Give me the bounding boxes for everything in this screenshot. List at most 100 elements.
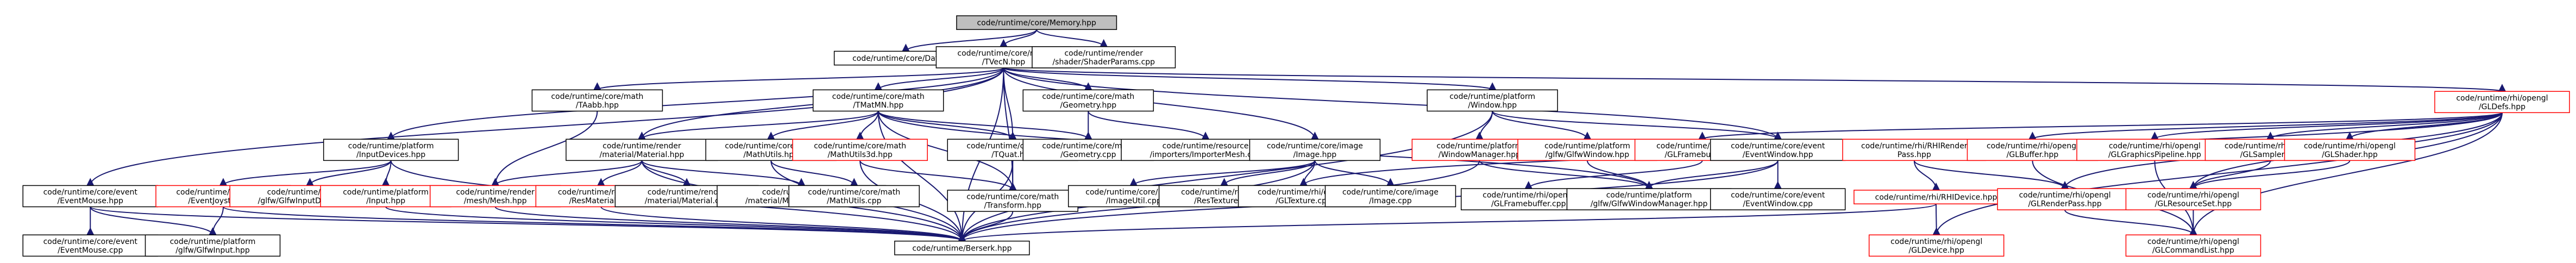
graph-node-glcommandlist[interactable]: code/runtime/rhi/opengl/GLCommandList.hp… xyxy=(2125,234,2261,257)
node-label: code/runtime/rhi/opengl xyxy=(2147,237,2239,246)
node-box xyxy=(1249,139,1381,161)
node-box xyxy=(2125,234,2261,257)
graph-node-mathutils3d[interactable]: code/runtime/core/math/MathUtils3d.hpp xyxy=(792,139,928,161)
node-box xyxy=(2125,188,2261,210)
node-label: code/runtime/core/image xyxy=(1267,142,1363,151)
node-label: /Geometry.hpp xyxy=(1060,101,1116,110)
node-label: /glfw/GlfwInput.hpp xyxy=(175,246,250,255)
node-layer: code/runtime/core/Memory.hpp code/runtime… xyxy=(22,15,2570,257)
node-label: code/runtime/core/math xyxy=(1042,92,1134,101)
node-label: code/runtime/render xyxy=(602,142,681,151)
include-edge xyxy=(2189,160,2271,189)
graph-node-glfwinput[interactable]: code/runtime/platform/glfw/GlfwInput.hpp xyxy=(144,234,281,257)
node-label: /importers/ImporterMesh.cpp xyxy=(1150,151,1261,159)
graph-node-eventwindow-hpp[interactable]: code/runtime/core/event/EventWindow.hpp xyxy=(1710,139,1846,161)
node-label: code/runtime/render xyxy=(1064,49,1143,58)
node-label: code/runtime/core/math xyxy=(551,92,643,101)
graph-node-mathutils-cpp[interactable]: code/runtime/core/math/MathUtils.cpp xyxy=(788,185,920,208)
node-label: /EventMouse.cpp xyxy=(58,246,123,255)
node-box xyxy=(1032,46,1176,68)
include-edge xyxy=(1492,111,1591,140)
node-label: code/runtime/rhi/opengl xyxy=(1482,191,1574,200)
node-box xyxy=(1710,188,1846,210)
include-edge xyxy=(385,206,966,242)
node-label: code/runtime/resource xyxy=(1163,142,1249,151)
node-label: code/runtime/core/event xyxy=(1731,142,1825,151)
node-label: code/runtime/platform xyxy=(1449,92,1535,101)
graph-node-glresourceset[interactable]: code/runtime/rhi/opengl/GLResourceSet.hp… xyxy=(2125,188,2261,210)
include-edge xyxy=(2189,112,2503,235)
graph-node-rhidevice[interactable]: code/runtime/rhi/RHIDevice.hpp xyxy=(1854,190,2019,205)
graph-node-gldevice[interactable]: code/runtime/rhi/opengl/GLDevice.hpp xyxy=(1868,234,2005,257)
graph-node-glbuffer[interactable]: code/runtime/rhi/opengl/GLBuffer.hpp xyxy=(1966,139,2099,161)
include-edge xyxy=(1932,204,1940,235)
node-label: code/runtime/core/math xyxy=(966,193,1059,202)
include-edge xyxy=(877,111,1017,140)
node-label: /TAabb.hpp xyxy=(576,101,619,110)
graph-node-geometry-cpp[interactable]: code/runtime/core/math/Geometry.cpp xyxy=(1022,139,1154,161)
include-edge xyxy=(1129,160,1316,186)
node-label: /GLResourceSet.hpp xyxy=(2155,200,2232,209)
graph-node-image-cpp[interactable]: code/runtime/core/image/Image.cpp xyxy=(1324,185,1456,208)
graph-node-glfwwindowmanager[interactable]: code/runtime/platform/glfw/GlfwWindowMan… xyxy=(1566,188,1732,210)
include-edge xyxy=(593,67,1004,91)
graph-node-taabb[interactable]: code/runtime/core/math/TAabb.hpp xyxy=(531,89,663,112)
node-label: /shader/ShaderParams.cpp xyxy=(1052,58,1155,66)
node-label: code/runtime/Berserk.hpp xyxy=(912,244,1011,253)
graph-node-window-hpp[interactable]: code/runtime/platform/Window.hpp xyxy=(1427,89,1558,112)
graph-node-geometry-hpp[interactable]: code/runtime/core/math/Geometry.hpp xyxy=(1022,89,1154,112)
node-label: code/runtime/render xyxy=(648,188,726,197)
graph-node-inputdevices-hpp[interactable]: code/runtime/platform/InputDevices.hpp xyxy=(323,139,459,161)
node-box xyxy=(323,139,459,161)
node-box xyxy=(320,185,451,208)
node-label: /InputDevices.hpp xyxy=(356,151,425,159)
node-label: code/runtime/platform xyxy=(348,142,434,151)
node-box xyxy=(1324,185,1456,208)
node-label: code/runtime/platform xyxy=(170,237,256,246)
node-label: code/runtime/rhi/opengl xyxy=(1890,237,1982,246)
graph-node-material-hpp[interactable]: code/runtime/render/material/Material.hp… xyxy=(566,139,718,161)
node-label: code/runtime/rhi/RHIRender xyxy=(1861,142,1968,151)
graph-node-input-hpp[interactable]: code/runtime/platform/Input.hpp xyxy=(320,185,451,208)
graph-node-gldefs[interactable]: code/runtime/rhi/opengl/GLDefs.hpp xyxy=(2434,91,2570,114)
node-label: /WindowManager.hpp xyxy=(1438,151,1521,159)
node-label: /GLGraphicsPipeline.hpp xyxy=(2108,151,2201,159)
graph-node-importermesh[interactable]: code/runtime/resource/importers/Importer… xyxy=(1121,139,1290,161)
node-box xyxy=(1997,188,2133,210)
node-label: code/runtime/core/event xyxy=(1731,191,1825,200)
node-label: /Transform.hpp xyxy=(984,202,1042,210)
graph-node-image-hpp[interactable]: code/runtime/core/image/Image.hpp xyxy=(1249,139,1381,161)
graph-node-glrenderpass[interactable]: code/runtime/rhi/opengl/GLRenderPass.hpp xyxy=(1997,188,2133,210)
graph-node-eventmouse-cpp[interactable]: code/runtime/core/event/EventMouse.cpp xyxy=(22,234,158,257)
include-edge xyxy=(600,206,966,242)
include-edge xyxy=(491,160,643,186)
node-label: code/runtime/rhi/opengl xyxy=(2456,94,2548,103)
graph-node-eventmouse-hpp[interactable]: code/runtime/core/event/EventMouse.hpp xyxy=(22,185,158,208)
node-label: code/runtime/core/Memory.hpp xyxy=(977,19,1096,28)
include-edge xyxy=(1220,160,1316,186)
include-edge xyxy=(2028,112,2503,140)
include-edge xyxy=(1088,111,1210,140)
graph-node-memory[interactable]: code/runtime/core/Memory.hpp xyxy=(956,15,1117,30)
node-box xyxy=(812,89,944,112)
node-label: code/runtime/platform xyxy=(1606,191,1692,200)
node-label: /GLFramebuffer.cpp xyxy=(1491,200,1566,209)
graph-node-glfwwindow-hpp[interactable]: code/runtime/platform/glfw/GlfwWindow.hp… xyxy=(1517,139,1657,161)
graph-node-shaderparams[interactable]: code/runtime/render/shader/ShaderParams.… xyxy=(1032,46,1176,68)
include-edge xyxy=(1698,112,2503,140)
graph-node-eventwindow-cpp[interactable]: code/runtime/core/event/EventWindow.cpp xyxy=(1710,188,1846,210)
node-label: code/runtime/core/Data.cpp xyxy=(852,54,959,63)
node-label: /MathUtils.hpp xyxy=(743,151,799,159)
node-box xyxy=(22,185,158,208)
node-box xyxy=(1022,89,1154,112)
node-label: /material/Material.cpp xyxy=(645,197,729,205)
graph-node-transform[interactable]: code/runtime/core/math/Transform.hpp xyxy=(947,190,1079,212)
node-label: code/runtime/platform xyxy=(343,188,429,197)
graph-node-tmatmn[interactable]: code/runtime/core/math/TMatMN.hpp xyxy=(812,89,944,112)
include-edge xyxy=(2189,160,2351,189)
node-box xyxy=(2434,91,2570,114)
graph-node-glshader[interactable]: code/runtime/rhi/opengl/GLShader.hpp xyxy=(2284,139,2416,161)
graph-node-berserk[interactable]: code/runtime/Berserk.hpp xyxy=(894,240,1030,255)
include-edge xyxy=(958,111,1493,241)
